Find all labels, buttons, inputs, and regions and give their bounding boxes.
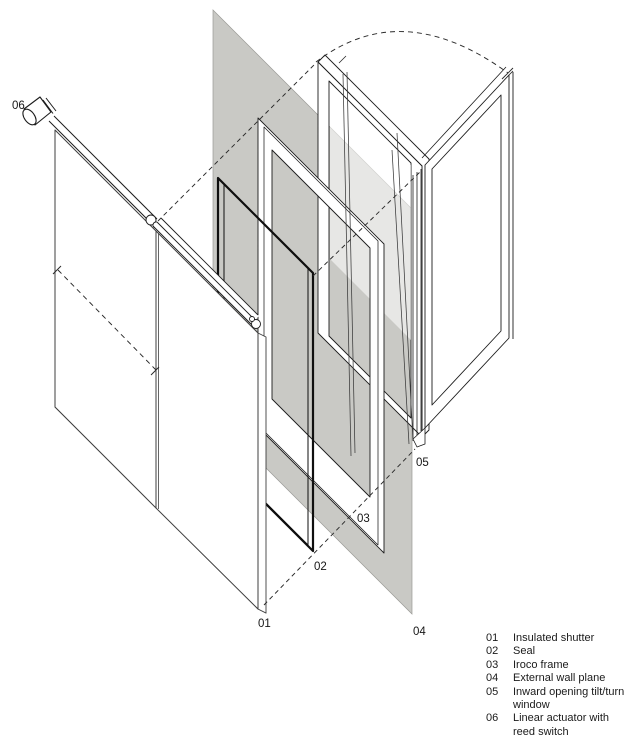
tilt-turn-window-sash-open: [412, 66, 514, 448]
depth-line-1: [342, 73, 352, 457]
legend-label: External wall plane: [513, 672, 631, 685]
legend-label-line1: Linear actuator with: [513, 712, 609, 725]
insulated-shutter: [52, 129, 267, 614]
callout-03: 03: [357, 513, 370, 525]
callout-labels: 06 01 02 03 05 04: [12, 100, 429, 638]
sash-corner-line: [508, 70, 514, 76]
actuator-rail-line-1: [152, 225, 252, 325]
legend-num: 06: [486, 712, 499, 725]
callout-05: 05: [416, 457, 429, 469]
legend-item-external-wall-plane: 04 External wall plane: [486, 672, 631, 685]
window-glass-pane: [330, 84, 411, 340]
legend-label-line1: External wall plane: [513, 672, 606, 685]
window-depth-lines: [342, 71, 414, 457]
actuator-rail-line-2: [156, 221, 256, 321]
legend-label: Insulated shutter: [513, 632, 631, 645]
swing-arc-end-tick: [501, 67, 514, 80]
depth-line-4: [396, 132, 414, 442]
sash-top-thickness-line: [421, 66, 507, 159]
depth-line-3: [391, 149, 410, 445]
sash-frame-ring: [424, 74, 510, 429]
legend-label-line1: Insulated shutter: [513, 632, 595, 644]
slide-arrow-tick-start: [52, 265, 62, 275]
legend-label: Inward opening tilt/turn window: [513, 686, 631, 713]
shutter-panel-right: [155, 230, 259, 610]
legend-num: 05: [486, 685, 499, 698]
callout-02: 02: [314, 561, 327, 573]
swing-arc-start-tick: [338, 55, 347, 64]
legend-num: 01: [486, 632, 499, 644]
legend-label-line2: reed switch: [513, 725, 569, 738]
callout-01: 01: [258, 618, 271, 630]
legend-label: Seal: [513, 645, 631, 658]
depth-line-2: [346, 71, 356, 454]
actuator-collar-line-1: [42, 99, 54, 114]
explode-axis-upper-right: [312, 171, 421, 277]
explode-axis-lower: [263, 448, 416, 606]
construction-lines: [157, 31, 514, 606]
actuator-rod-body: [49, 116, 157, 224]
legend-label: Iroco frame: [513, 659, 631, 672]
actuator-rail-line-3: [160, 217, 259, 316]
actuator-bracket-roller-1: [145, 214, 157, 226]
tilt-turn-window-frame: [317, 54, 430, 438]
callout-04: 04: [413, 626, 426, 638]
slide-direction-arrow: [52, 265, 160, 376]
actuator-end-roller-2: [249, 316, 255, 322]
legend-label-line1: Inward opening tilt/turn: [513, 685, 625, 698]
legend-label-line1: Iroco frame: [513, 658, 569, 671]
actuator-collar-line-2: [45, 97, 57, 112]
callout-06: 06: [12, 100, 25, 112]
actuator-rod-lower-edge: [48, 120, 153, 225]
legend-label: Linear actuator with reed switch: [513, 712, 631, 739]
iroco-frame-moulding-line: [263, 126, 379, 546]
shutter-panel-left: [54, 129, 157, 509]
legend-item-tilt-turn-window: 05 Inward opening tilt/turn window: [486, 686, 631, 713]
legend-num: 03: [486, 658, 499, 671]
slide-arrow-tick-end: [150, 366, 160, 376]
legend-num: 04: [486, 672, 499, 685]
actuator-rod-upper-edge: [53, 115, 158, 220]
sash-bottom-corner-cap: [412, 427, 426, 448]
explode-axis-upper-left: [157, 62, 317, 222]
linear-actuator: [22, 96, 261, 329]
sash-glass: [425, 75, 509, 428]
shutter-side-face: [257, 332, 267, 614]
actuator-end-roller-1: [251, 319, 261, 329]
legend-item-iroco-frame: 03 Iroco frame: [486, 659, 631, 672]
legend-num: 02: [486, 645, 499, 658]
legend-label-line1: Seal: [513, 645, 536, 658]
legend-label-line2: window: [513, 699, 550, 712]
legend-item-insulated-shutter: 01 Insulated shutter: [486, 632, 631, 645]
legend-item-seal: 02 Seal: [486, 645, 631, 658]
legend: 01 Insulated shutter 02 Seal 03 Iroco fr…: [486, 632, 631, 739]
actuator-motor-end-cap: [22, 108, 37, 126]
legend-item-linear-actuator: 06 Linear actuator with reed switch: [486, 712, 631, 739]
sash-swing-arc: [315, 31, 509, 74]
